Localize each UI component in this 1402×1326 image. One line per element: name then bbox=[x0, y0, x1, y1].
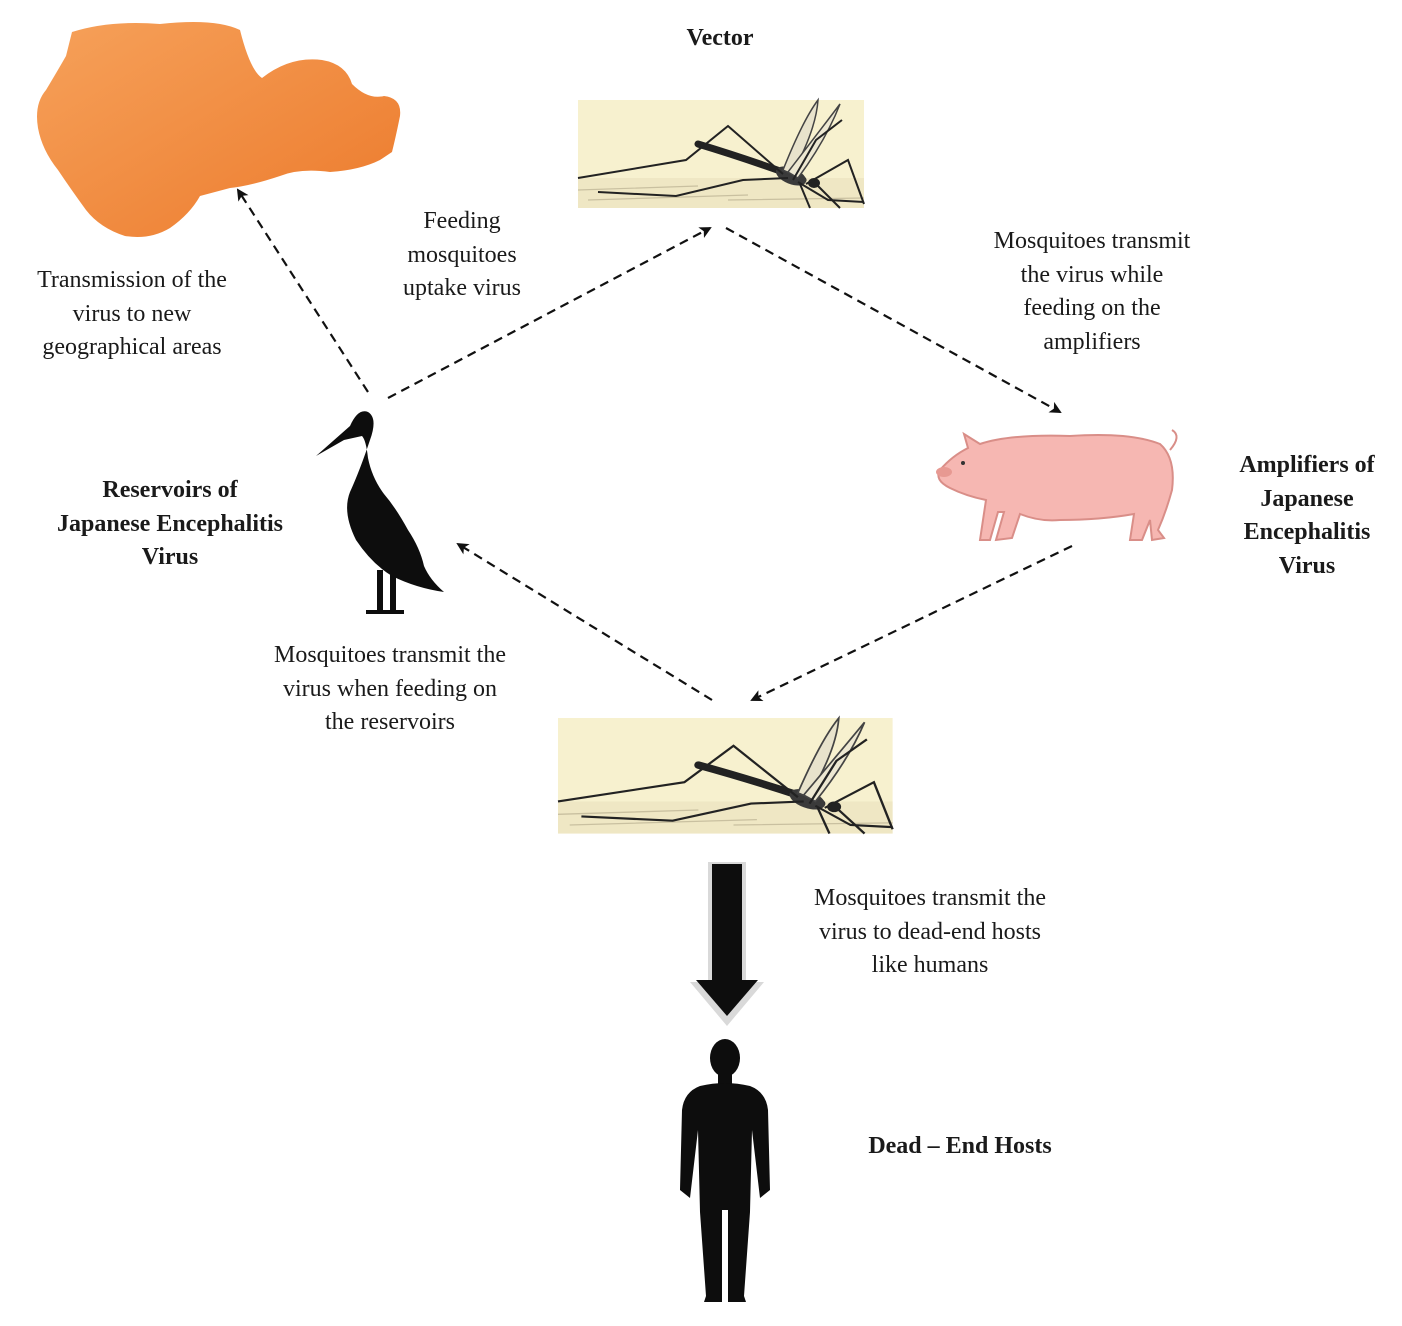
edge-label-line: virus to dead-end hosts bbox=[819, 918, 1041, 945]
edge-label-line: mosquitoes bbox=[407, 241, 517, 268]
mosquito-icon bbox=[558, 718, 893, 834]
arrow-mosquito-to-reservoir bbox=[456, 542, 713, 701]
edge-label-line: Mosquitoes transmit the bbox=[814, 885, 1046, 911]
edge-label-line: virus to new bbox=[72, 300, 192, 327]
node-label-line: Encephalitis bbox=[1243, 519, 1371, 545]
edge-label-line: Mosquitoes transmit bbox=[993, 228, 1191, 254]
dead-end-arrow bbox=[690, 862, 764, 1026]
edge-label-feeding-uptake: Feeding mosquitoes uptake virus bbox=[372, 205, 552, 306]
node-label-reservoirs: Reservoirs of Japanese Encephalitis Viru… bbox=[24, 474, 316, 575]
node-label-line: Virus bbox=[141, 544, 199, 570]
edge-label-line: the reservoirs bbox=[325, 709, 455, 735]
vector-title: Vector bbox=[686, 25, 754, 51]
edge-label-line: the virus while bbox=[1020, 261, 1164, 288]
region-map-icon bbox=[37, 22, 401, 237]
edge-label-line: virus when feeding on bbox=[283, 675, 497, 702]
node-label-line: Japanese bbox=[1260, 485, 1354, 512]
edge-label-line: Mosquitoes transmit the bbox=[274, 642, 506, 668]
edge-label-line: uptake virus bbox=[403, 275, 521, 301]
edge-label-transmit-dead-end: Mosquitoes transmit the virus to dead-en… bbox=[780, 882, 1080, 983]
arrow-reservoir-to-vector bbox=[387, 227, 712, 399]
node-label-dead-end-hosts: Dead – End Hosts bbox=[868, 1133, 1052, 1159]
node-label-line: Japanese Encephalitis bbox=[56, 510, 284, 537]
edge-label-line: amplifiers bbox=[1043, 328, 1141, 355]
edge-label-transmit-reservoirs: Mosquitoes transmit the virus when feedi… bbox=[240, 639, 540, 740]
pig-icon bbox=[936, 429, 1178, 542]
edge-label-transmission-new-areas: Transmission of the virus to new geograp… bbox=[6, 264, 258, 365]
edge-label-line: like humans bbox=[871, 952, 989, 978]
arrow-amplifier-to-mosquito bbox=[750, 545, 1073, 702]
node-label-line: Virus bbox=[1278, 552, 1336, 579]
stork-icon bbox=[316, 411, 444, 614]
edge-label-transmit-amplifiers: Mosquitoes transmit the virus while feed… bbox=[962, 225, 1222, 359]
human-silhouette-icon bbox=[680, 1039, 770, 1302]
arrow-reservoir-to-region bbox=[236, 188, 369, 393]
node-label-line: Reservoirs of bbox=[102, 477, 238, 503]
node-label-line: Amplifiers of bbox=[1239, 452, 1375, 478]
edge-label-line: Transmission of the bbox=[37, 267, 227, 293]
mosquito-vector-icon bbox=[578, 100, 864, 208]
edge-label-line: geographical areas bbox=[42, 334, 222, 360]
cycle-arrows bbox=[236, 188, 1073, 702]
arrow-vector-to-amplifier bbox=[725, 227, 1062, 413]
edge-label-line: Feeding bbox=[423, 208, 501, 234]
node-label-amplifiers: Amplifiers of Japanese Encephalitis Viru… bbox=[1214, 449, 1400, 583]
edge-label-line: feeding on the bbox=[1023, 295, 1161, 321]
